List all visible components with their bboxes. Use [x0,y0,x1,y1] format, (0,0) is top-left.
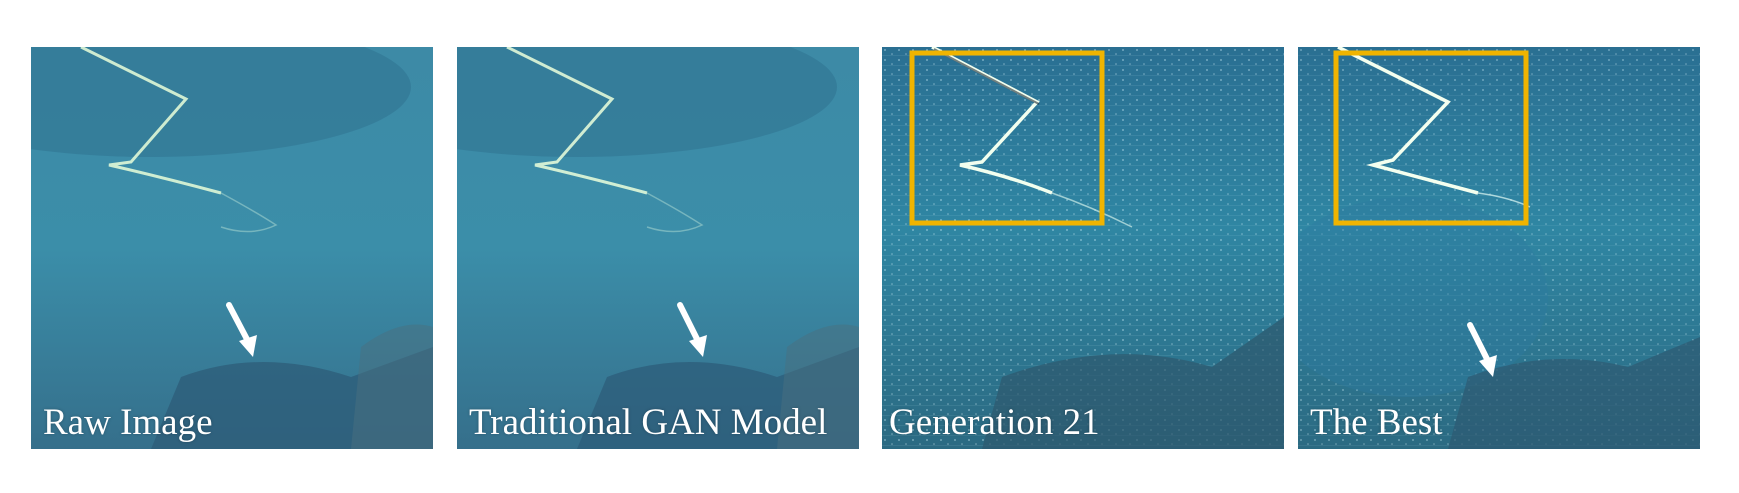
generation-21-image [882,47,1284,449]
panel-raw-image: Raw Image [31,47,433,449]
panel-the-best: The Best [1298,47,1700,449]
panel-generation-21: Generation 21 [882,47,1284,449]
panel-traditional-gan: Traditional GAN Model [457,47,859,449]
best-enhanced-image [1298,47,1700,449]
arrow-icon [1467,322,1497,377]
traditional-gan-image [457,47,859,449]
panel-caption: The Best [1310,402,1443,443]
highlight-box [909,50,1105,226]
arrow-icon [677,302,707,357]
raw-underwater-image [31,47,433,449]
highlight-box [1333,50,1529,226]
arrow-icon [226,302,257,357]
panel-caption: Raw Image [43,402,213,443]
panel-caption: Generation 21 [889,402,1100,443]
panel-caption: Traditional GAN Model [469,402,828,443]
